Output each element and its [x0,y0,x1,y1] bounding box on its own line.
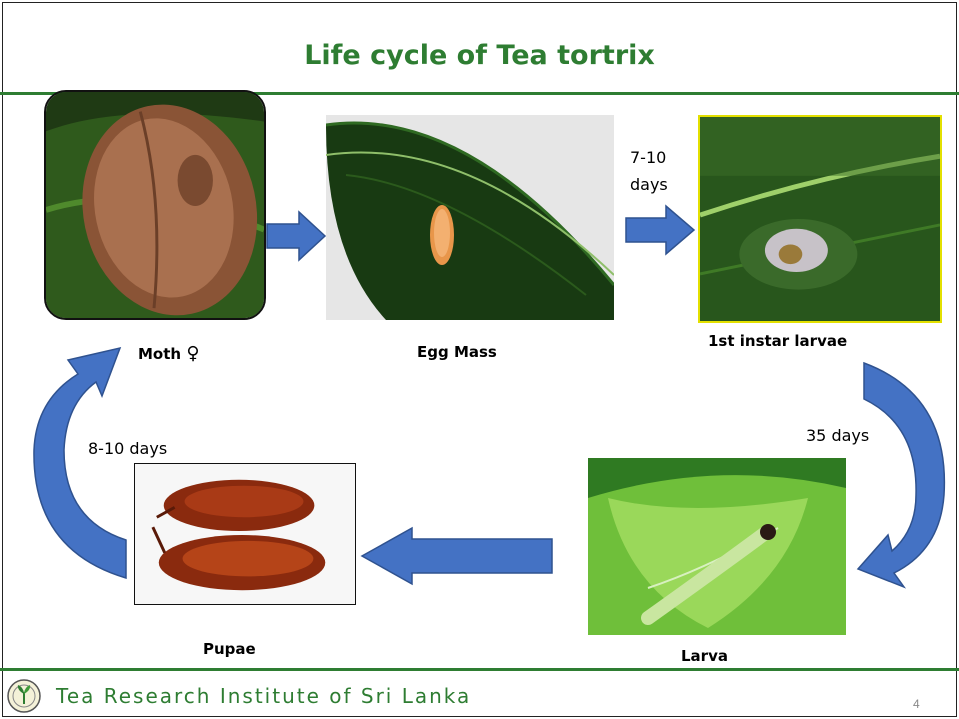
first-instar-photo [698,115,942,323]
label-moth: Moth ♀ [138,343,200,364]
female-symbol: ♀ [186,343,199,364]
duration-35-days: 35 days [806,426,869,445]
arrow-moth-to-egg [265,210,327,262]
curved-arrow-first-instar-to-larva [850,355,952,590]
arrow-egg-to-first-instar [624,204,696,256]
curved-arrow-pupae-to-moth [28,340,130,580]
egg-mass-photo [326,115,614,320]
slide-title: Life cycle of Tea tortrix [0,40,959,71]
label-egg-mass: Egg Mass [417,343,497,361]
label-larva: Larva [681,647,728,665]
label-first-instar: 1st instar larvae [708,332,847,350]
duration-egg-line1: 7-10 [630,148,666,167]
page-number: 4 [913,697,920,711]
larva-photo [588,458,846,635]
footer-divider [0,668,959,671]
moth-text: Moth [138,345,181,363]
moth-photo [44,90,266,320]
title-bar: Life cycle of Tea tortrix [0,0,959,92]
duration-8-10-days: 8-10 days [88,439,167,458]
institute-logo [6,678,42,714]
duration-egg-line2: days [630,175,668,194]
pupae-photo [134,463,356,605]
label-pupae: Pupae [203,640,256,658]
arrow-larva-to-pupae [360,526,554,586]
footer-institute-name: Tea Research Institute of Sri Lanka [56,684,471,708]
